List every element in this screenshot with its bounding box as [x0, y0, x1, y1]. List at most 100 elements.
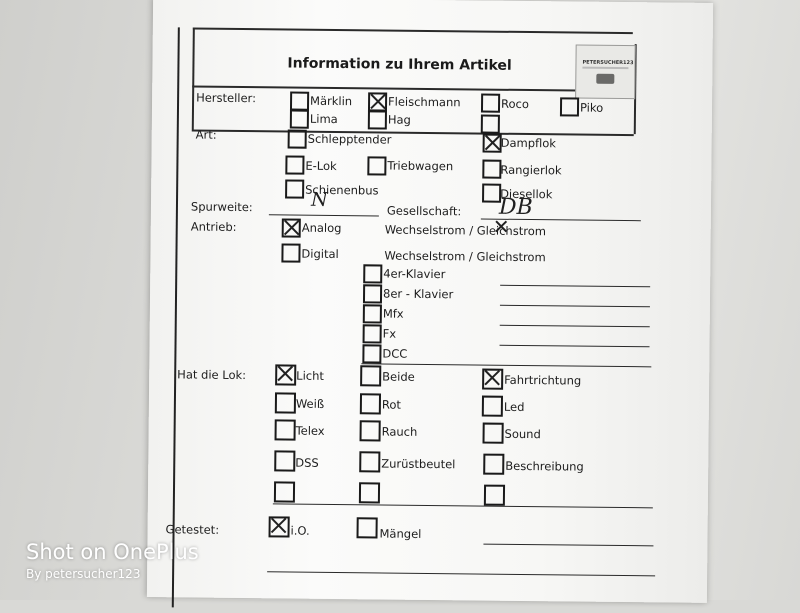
header-bottom-line	[192, 85, 635, 92]
checkbox-lima[interactable]	[289, 109, 309, 129]
option-mfx-label: Mfx	[382, 306, 404, 321]
logo-subline	[582, 66, 629, 70]
form-left-border	[171, 27, 180, 608]
option-strom-analog-label: Wechselstrom / Gleichstrom	[384, 222, 547, 239]
checkbox-4er-klavier[interactable]	[363, 264, 383, 284]
option-strom-digital-label: Wechselstrom / Gleichstrom	[384, 248, 546, 265]
checkbox-mfx[interactable]	[362, 304, 382, 324]
option-dampflok-label: Dampflok	[500, 135, 557, 151]
option-schlepptender-label: Schlepptender	[307, 131, 392, 147]
page-title: Information zu Ihrem Artikel	[287, 55, 512, 74]
checkbox-hag[interactable]	[367, 110, 387, 130]
checkbox-fahrtrichtung[interactable]	[482, 368, 504, 390]
option-telex-label: Telex	[295, 423, 325, 438]
checkbox-fx[interactable]	[362, 324, 382, 344]
spurweite-underline	[268, 214, 379, 217]
checkbox-maengel[interactable]	[356, 517, 378, 539]
option-fahrtrichtung-label: Fahrtrichtung	[504, 372, 582, 388]
option-licht-label: Licht	[296, 368, 325, 383]
option-dcc-label: DCC	[382, 346, 408, 361]
checkbox-digital[interactable]	[281, 243, 301, 263]
digital-line-4	[499, 344, 650, 348]
header-top-line	[192, 27, 633, 34]
frame-left-line	[191, 27, 195, 130]
digital-line-1	[500, 284, 651, 288]
option-rot-label: Rot	[381, 397, 402, 412]
hersteller-bottom-line	[191, 129, 634, 136]
lok-bottom-line	[272, 503, 653, 509]
gesellschaft-label: Gesellschaft:	[386, 203, 462, 219]
option-roco-label: Roco	[500, 96, 530, 112]
digital-line-3	[499, 324, 650, 328]
option-triebwagen-label: Triebwagen	[387, 158, 454, 174]
checkbox-8er-klavier[interactable]	[362, 284, 383, 304]
checkbox-extra-3[interactable]	[483, 484, 506, 506]
checkbox-e-lok[interactable]	[285, 155, 305, 175]
checkbox-weiss[interactable]	[274, 392, 297, 414]
checkbox-triebwagen[interactable]	[367, 156, 387, 176]
option-io-label: i.O.	[290, 523, 310, 538]
logo-text: PETERSUCHER123	[582, 59, 634, 67]
checkbox-zuruestbeutel[interactable]	[359, 451, 381, 473]
checkbox-schienenbus[interactable]	[285, 179, 305, 199]
checkbox-empty-hersteller[interactable]	[480, 114, 500, 134]
checkbox-piko[interactable]	[559, 97, 580, 117]
gleichstrom-cross-mark: ✕	[492, 214, 510, 239]
antrieb-label: Antrieb:	[190, 219, 237, 234]
art-label: Art:	[195, 127, 217, 142]
option-analog-label: Analog	[301, 220, 342, 236]
camera-watermark-author: By petersucher123	[26, 567, 141, 581]
option-4er-klavier-label: 4er-Klavier	[383, 266, 446, 282]
option-lima-label: Lima	[309, 111, 338, 127]
option-hag-label: Hag	[387, 112, 411, 127]
checkbox-maerklin[interactable]	[289, 91, 310, 111]
checkbox-dcc[interactable]	[362, 344, 382, 364]
spurweite-label: Spurweite:	[190, 199, 253, 215]
lok-label: Hat die Lok:	[177, 367, 247, 383]
option-beide-label: Beide	[382, 369, 415, 384]
checkbox-extra-2[interactable]	[358, 482, 381, 504]
checkbox-io[interactable]	[268, 516, 290, 538]
checkbox-analog[interactable]	[281, 218, 301, 238]
checkbox-telex[interactable]	[274, 419, 296, 441]
maengel-line	[483, 543, 654, 547]
option-beschreibung-label: Beschreibung	[505, 458, 584, 474]
option-sound-label: Sound	[504, 426, 541, 442]
option-dss-label: DSS	[295, 455, 319, 470]
seller-logo: PETERSUCHER123	[575, 44, 636, 100]
option-rangierlok-label: Rangierlok	[500, 162, 562, 178]
paper-form: Information zu Ihrem Artikel PETERSUCHER…	[146, 0, 714, 608]
checkbox-roco[interactable]	[480, 93, 501, 113]
checkbox-schlepptender[interactable]	[287, 129, 307, 149]
checkbox-beschreibung[interactable]	[483, 453, 505, 475]
option-fleischmann-label: Fleischmann	[388, 94, 461, 110]
hersteller-label: Hersteller:	[196, 90, 257, 106]
option-digital-label: Digital	[301, 246, 339, 262]
checkbox-dss[interactable]	[274, 450, 296, 472]
logo-train-icon	[596, 73, 615, 84]
option-rauch-label: Rauch	[381, 424, 418, 439]
camera-watermark: Shot on OnePlus	[26, 540, 199, 564]
checkbox-licht[interactable]	[275, 364, 297, 386]
spurweite-value: N	[310, 188, 328, 211]
antrieb-bottom-line	[361, 363, 652, 368]
option-piko-label: Piko	[579, 100, 604, 115]
checkbox-rangierlok[interactable]	[482, 159, 502, 179]
checkbox-extra-1[interactable]	[273, 481, 296, 503]
option-led-label: Led	[503, 399, 525, 414]
checkbox-dampflok[interactable]	[482, 133, 502, 153]
checkbox-rot[interactable]	[359, 393, 382, 415]
form-bottom-line	[267, 571, 656, 577]
checkbox-led[interactable]	[481, 395, 504, 417]
option-maerklin-label: Märklin	[310, 93, 353, 109]
option-fx-label: Fx	[382, 326, 397, 341]
checkbox-sound[interactable]	[482, 422, 504, 444]
getestet-label: Getestet:	[165, 522, 220, 537]
option-e-lok-label: E-Lok	[305, 158, 337, 174]
digital-line-2	[499, 304, 650, 308]
option-zuruestbeutel-label: Zurüstbeutel	[381, 456, 456, 472]
checkbox-rauch[interactable]	[359, 420, 381, 442]
option-8er-klavier-label: 8er - Klavier	[382, 286, 454, 302]
checkbox-fleischmann[interactable]	[367, 92, 388, 112]
checkbox-beide[interactable]	[360, 365, 382, 387]
